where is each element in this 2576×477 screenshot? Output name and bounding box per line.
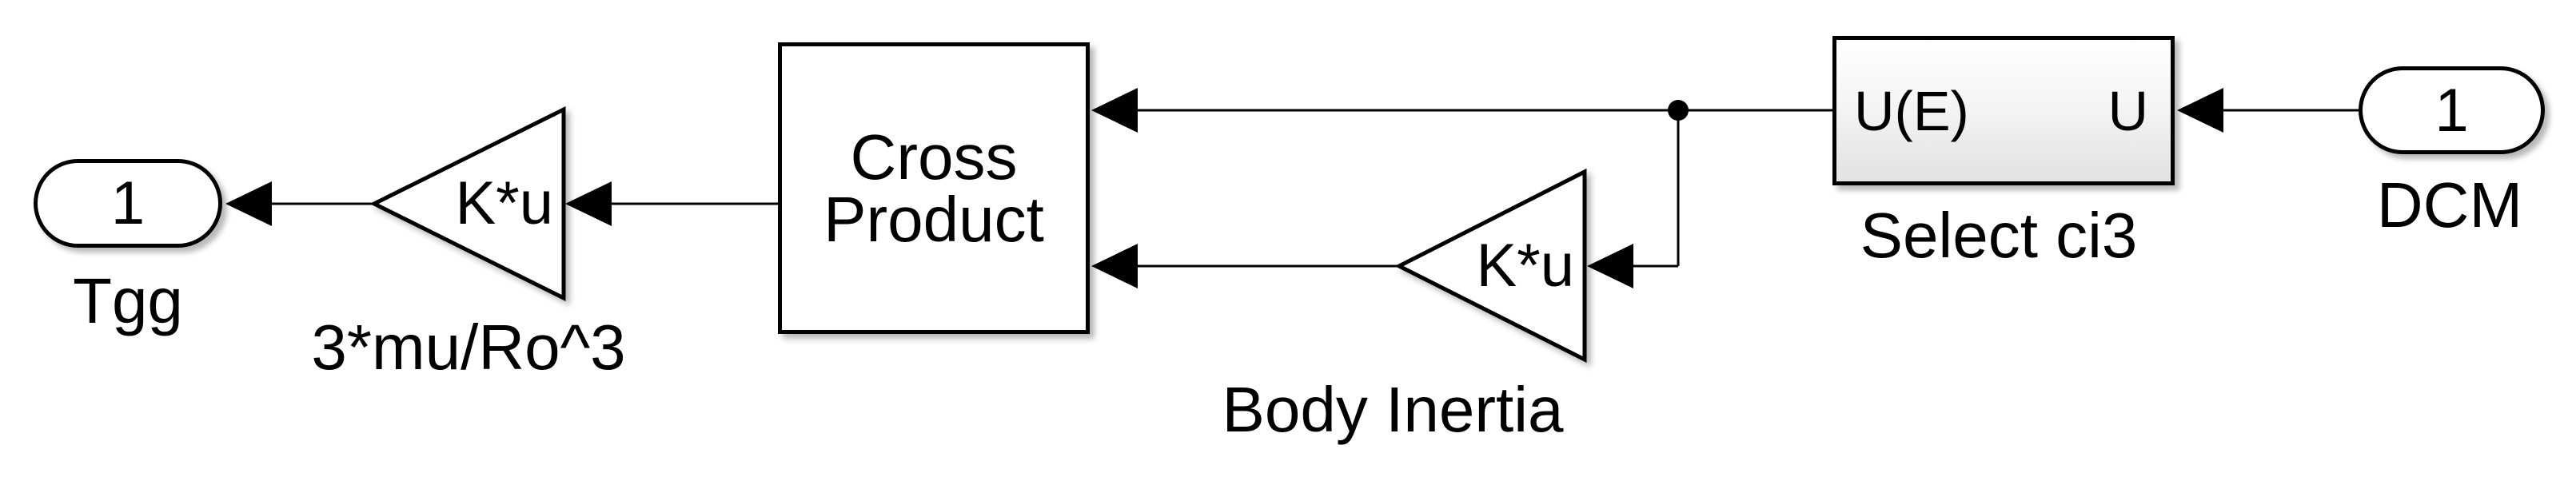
arrowhead-into-crossproduct-in1 bbox=[1091, 88, 1138, 133]
inport-dcm-number: 1 bbox=[2434, 76, 2469, 145]
gain-body-inertia-label[interactable]: Body Inertia bbox=[1222, 374, 1564, 445]
selector-block-label[interactable]: Select ci3 bbox=[1860, 200, 2138, 271]
selector-input-signature: U bbox=[2107, 79, 2148, 142]
arrowhead-into-crossproduct-in2 bbox=[1091, 244, 1138, 288]
gain-body-inertia-expression: K*u bbox=[1476, 232, 1574, 300]
gain-gravity-block[interactable] bbox=[369, 105, 566, 302]
arrowhead-into-gain-gravity bbox=[565, 181, 612, 226]
inport-dcm-label[interactable]: DCM bbox=[2376, 169, 2523, 240]
cross-product-block[interactable]: Cross Product bbox=[778, 42, 1090, 334]
inport-dcm-block[interactable]: 1 bbox=[2359, 66, 2545, 154]
wire-branch-point[interactable] bbox=[1668, 100, 1689, 121]
gain-gravity-label[interactable]: 3*mu/Ro^3 bbox=[311, 312, 626, 383]
selector-output-signature: U(E) bbox=[1854, 79, 1969, 142]
arrowhead-into-outport bbox=[225, 181, 272, 226]
selector-block[interactable]: U(E) U bbox=[1832, 36, 2175, 185]
gain-body-inertia-block[interactable] bbox=[1394, 168, 1587, 364]
outport-tgg-block[interactable]: 1 bbox=[34, 159, 222, 248]
gain-gravity-expression: K*u bbox=[455, 169, 553, 237]
arrowhead-into-selector bbox=[2177, 88, 2223, 133]
cross-product-text-line2: Product bbox=[823, 183, 1044, 255]
arrowhead-into-gain-inertia bbox=[1587, 244, 1633, 288]
cross-product-text-line1: Cross bbox=[850, 121, 1018, 193]
outport-tgg-label[interactable]: Tgg bbox=[73, 265, 183, 336]
outport-tgg-number: 1 bbox=[110, 169, 146, 237]
